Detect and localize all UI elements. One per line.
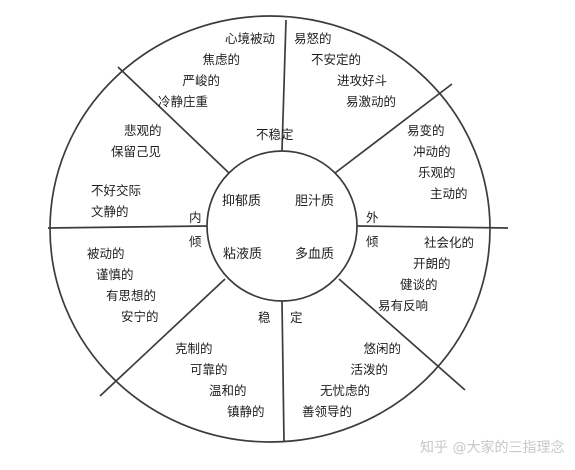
trait-label: 安宁的 xyxy=(121,309,159,324)
trait-label: 易怒的 xyxy=(294,31,332,46)
trait-label: 健谈的 xyxy=(400,277,438,292)
trait-label: 进攻好斗 xyxy=(337,73,387,88)
trait-label: 严峻的 xyxy=(182,73,220,88)
axis-extrovert-label-1: 外 xyxy=(366,210,379,225)
diagonal-upper-left xyxy=(117,66,230,174)
trait-label: 易激动的 xyxy=(346,94,396,109)
quadrant-choleric: 胆汁质 xyxy=(295,194,334,209)
traits-upper-left: 悲观的 保留己见 xyxy=(111,123,162,159)
trait-label: 可靠的 xyxy=(190,362,228,377)
diagonal-upper-right xyxy=(334,83,453,174)
traits-bottom-right: 悠闲的 活泼的 无忧虑的 善领导的 xyxy=(302,341,401,419)
trait-label: 冲动的 xyxy=(413,144,451,159)
trait-label: 温和的 xyxy=(209,383,247,398)
trait-label: 悲观的 xyxy=(124,123,162,138)
trait-label: 善领导的 xyxy=(302,404,352,419)
trait-label: 无忧虑的 xyxy=(320,383,370,398)
quadrant-sanguine: 多血质 xyxy=(295,246,334,262)
trait-label: 心境被动 xyxy=(225,31,275,46)
inner-circle xyxy=(206,150,358,302)
trait-label: 焦虑的 xyxy=(202,52,240,67)
diagonal-lower-right xyxy=(338,278,466,391)
axis-stable-label-2: 定 xyxy=(290,310,303,325)
axis-introvert-label-2: 倾 xyxy=(189,234,202,249)
trait-label: 悠闲的 xyxy=(363,341,401,356)
axis-extrovert-label-2: 倾 xyxy=(366,234,379,249)
trait-label: 易有反响 xyxy=(378,298,428,313)
diagonal-lower-left xyxy=(99,278,226,397)
trait-label: 主动的 xyxy=(430,186,468,201)
trait-label: 被动的 xyxy=(87,246,125,261)
trait-label: 活泼的 xyxy=(350,362,388,377)
trait-label: 谨慎的 xyxy=(96,267,134,282)
traits-right: 社会化的 开朗的 健谈的 易有反响 xyxy=(378,235,474,313)
quadrant-phlegmatic: 粘液质 xyxy=(223,247,262,262)
watermark: 知乎 @大家的三指理念 xyxy=(420,439,564,456)
vertical-axis-bottom xyxy=(281,300,285,443)
axis-introvert-label-1: 内 xyxy=(189,210,202,225)
trait-label: 不好交际 xyxy=(91,183,141,198)
horizontal-axis-left xyxy=(47,225,208,229)
trait-label: 克制的 xyxy=(175,341,213,356)
trait-label: 文静的 xyxy=(91,204,129,219)
traits-left: 不好交际 文静的 xyxy=(91,183,141,219)
traits-top-right: 易怒的 不安定的 进攻好斗 易激动的 xyxy=(294,31,396,109)
axis-unstable-label: 不稳定 xyxy=(256,127,294,142)
trait-label: 有思想的 xyxy=(106,288,156,303)
trait-label: 冷静庄重 xyxy=(158,94,208,109)
outer-circle xyxy=(49,15,491,443)
trait-label: 乐观的 xyxy=(418,165,456,180)
horizontal-axis-right xyxy=(356,225,509,229)
traits-lower-left: 被动的 谨慎的 有思想的 安宁的 xyxy=(87,246,159,324)
traits-top-left: 心境被动 焦虑的 严峻的 冷静庄重 xyxy=(158,31,275,109)
trait-label: 易变的 xyxy=(407,123,445,138)
trait-label: 保留己见 xyxy=(111,144,161,159)
trait-label: 不安定的 xyxy=(311,52,361,67)
axis-stable-label-1: 稳 xyxy=(258,310,271,325)
trait-label: 开朗的 xyxy=(413,256,451,271)
vertical-axis-top xyxy=(281,19,287,152)
traits-bottom-left: 克制的 可靠的 温和的 镇静的 xyxy=(175,341,265,419)
trait-label: 镇静的 xyxy=(227,404,265,419)
trait-label: 社会化的 xyxy=(424,235,474,250)
traits-upper-right: 易变的 冲动的 乐观的 主动的 xyxy=(407,123,468,201)
quadrant-melancholic: 抑郁质 xyxy=(222,194,261,209)
